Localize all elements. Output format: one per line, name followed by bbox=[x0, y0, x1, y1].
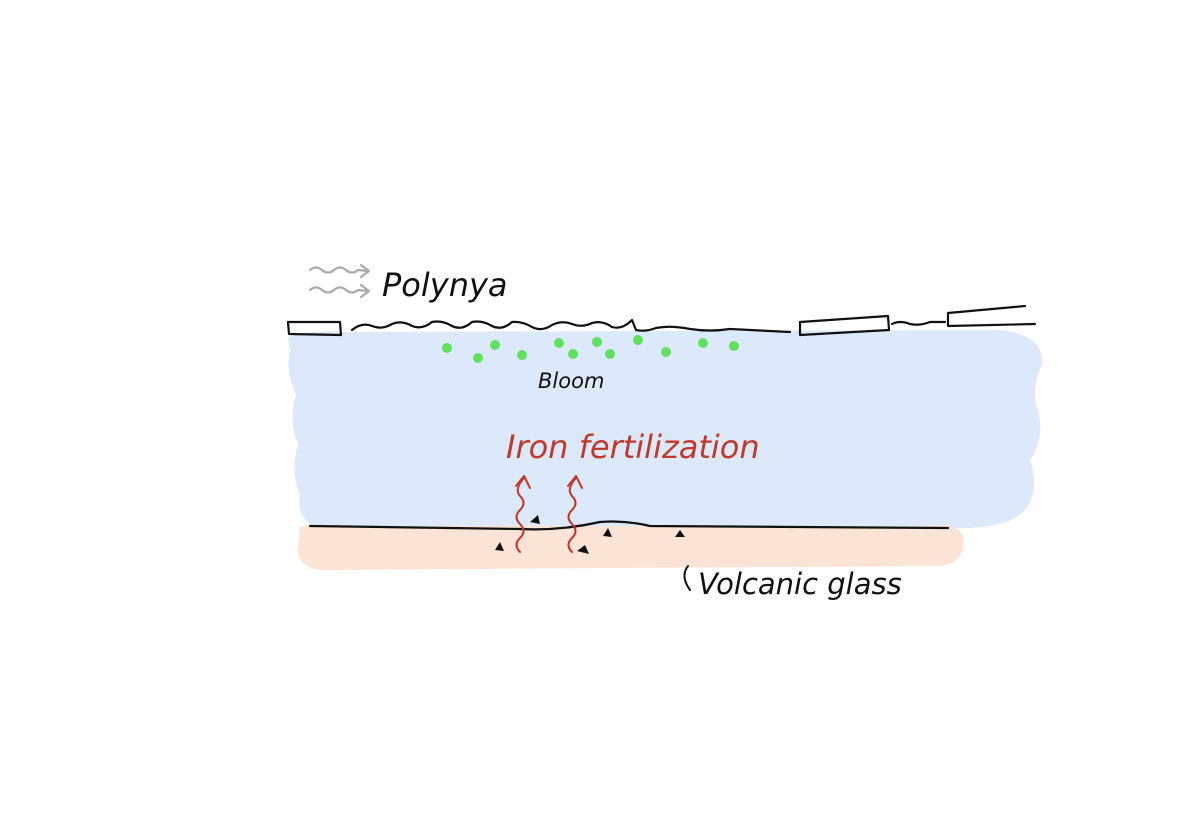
sediment-layer bbox=[297, 526, 964, 570]
polynya-water-surface bbox=[350, 318, 792, 334]
volcanic-glass-particles bbox=[495, 515, 685, 554]
ice-connector bbox=[890, 320, 947, 326]
iron-arrows bbox=[515, 475, 583, 553]
sea-surface bbox=[286, 304, 1037, 337]
phytoplankton-bloom bbox=[442, 335, 739, 363]
ice-floe-left bbox=[286, 320, 343, 337]
ice-floe-right bbox=[946, 304, 1037, 328]
volcanic-glass-pointer bbox=[683, 565, 691, 591]
water-body bbox=[288, 330, 1043, 528]
iron-fertilization-label: Iron fertilization bbox=[506, 428, 760, 466]
bloom-label: Bloom bbox=[538, 369, 604, 393]
seafloor-line bbox=[308, 520, 950, 531]
ice-floe-middle bbox=[798, 314, 891, 337]
volcanic-glass-label: Volcanic glass bbox=[698, 567, 902, 601]
polynya-label: Polynya bbox=[382, 266, 508, 304]
wind-arrows-icon bbox=[308, 263, 371, 299]
